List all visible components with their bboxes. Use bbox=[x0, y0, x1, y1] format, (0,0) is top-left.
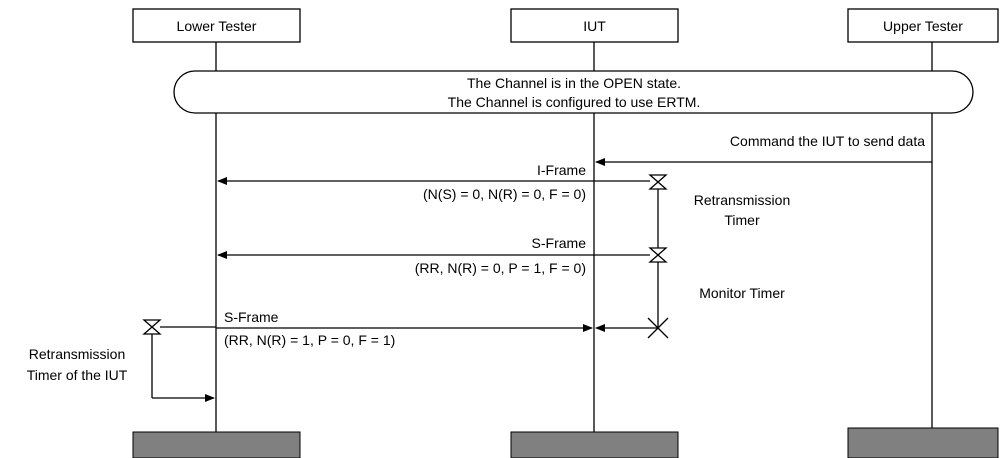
retransmission-timer-label-1: Retransmission bbox=[694, 192, 790, 208]
participant-upper-tester: Upper Tester bbox=[847, 8, 999, 43]
lt-retransmission-timer-icon bbox=[142, 319, 162, 335]
monitor-timer-stop-icon bbox=[647, 317, 669, 339]
sframe2-params: (RR, N(R) = 1, P = 0, F = 1) bbox=[224, 332, 395, 348]
condition-line-2: The Channel is configured to use ERTM. bbox=[448, 94, 701, 110]
lt-retransmission-timer-label-1: Retransmission bbox=[29, 346, 125, 362]
condition-line-1: The Channel is in the OPEN state. bbox=[467, 75, 681, 91]
retransmission-timer-label-2: Timer bbox=[724, 212, 760, 228]
message-command-label: Command the IUT to send data bbox=[730, 133, 925, 149]
monitor-timer-label: Monitor Timer bbox=[699, 285, 785, 301]
lt-retransmission-timer-label-2: Timer of the IUT bbox=[27, 367, 128, 383]
participant-lower-tester: Lower Tester bbox=[132, 8, 301, 43]
sframe2-label: S-Frame bbox=[224, 309, 279, 325]
retransmission-timer-start-icon bbox=[648, 174, 668, 190]
participant-lower-tester-label: Lower Tester bbox=[177, 18, 257, 34]
condition-box: The Channel is in the OPEN state. The Ch… bbox=[173, 70, 974, 114]
participant-iut: IUT bbox=[510, 8, 679, 43]
footer-box-upper-tester bbox=[847, 427, 999, 458]
sframe1-label: S-Frame bbox=[532, 235, 587, 251]
monitor-timer-start-icon bbox=[648, 247, 668, 263]
participant-iut-label: IUT bbox=[583, 18, 606, 34]
sframe1-params: (RR, N(R) = 0, P = 1, F = 0) bbox=[415, 260, 586, 276]
footer-box-iut bbox=[510, 431, 679, 458]
iframe-label: I-Frame bbox=[537, 162, 586, 178]
participant-upper-tester-label: Upper Tester bbox=[883, 18, 963, 34]
footer-box-lower-tester bbox=[132, 431, 301, 458]
iframe-params: (N(S) = 0, N(R) = 0, F = 0) bbox=[423, 186, 586, 202]
